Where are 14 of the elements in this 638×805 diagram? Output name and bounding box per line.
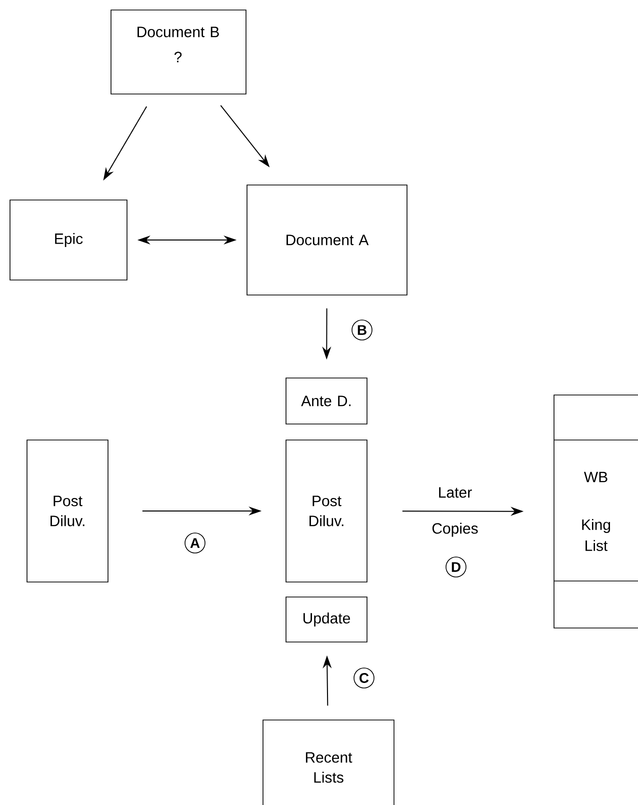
- text-box: Post Diluv.: [286, 440, 368, 582]
- text-box: Epic: [10, 200, 128, 280]
- text-box: Document A: [246, 184, 408, 296]
- text-box: Post Diluv.: [26, 440, 108, 582]
- circled-letter: A: [184, 532, 206, 554]
- list-box: WB King List: [554, 394, 638, 628]
- circled-letter: D: [446, 556, 466, 578]
- text-box: Ante D.: [286, 378, 368, 424]
- text-box: Update: [286, 596, 368, 642]
- circled-letter: B: [352, 320, 372, 340]
- text-box: Recent Lists: [262, 720, 394, 805]
- edge-label: Later Copies: [432, 487, 478, 537]
- text-box: Document B ?: [110, 10, 246, 94]
- circled-letter: C: [354, 668, 374, 688]
